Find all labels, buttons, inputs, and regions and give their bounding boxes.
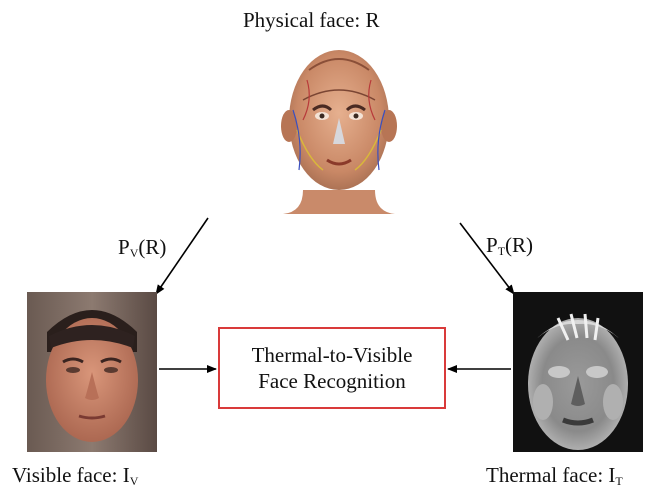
visible-face-photo-icon <box>27 292 157 452</box>
recognition-box-line1: Thermal-to-Visible <box>252 342 413 368</box>
visible-face-label: Visible face: IV <box>12 465 138 486</box>
thermal-face-photo-icon <box>513 292 643 452</box>
recognition-box: Thermal-to-Visible Face Recognition <box>218 327 446 409</box>
recognition-box-line2: Face Recognition <box>258 368 406 394</box>
thermal-face-label: Thermal face: IT <box>486 465 623 486</box>
pv-label: PV(R) <box>118 237 166 258</box>
pt-label: PT(R) <box>486 235 533 256</box>
